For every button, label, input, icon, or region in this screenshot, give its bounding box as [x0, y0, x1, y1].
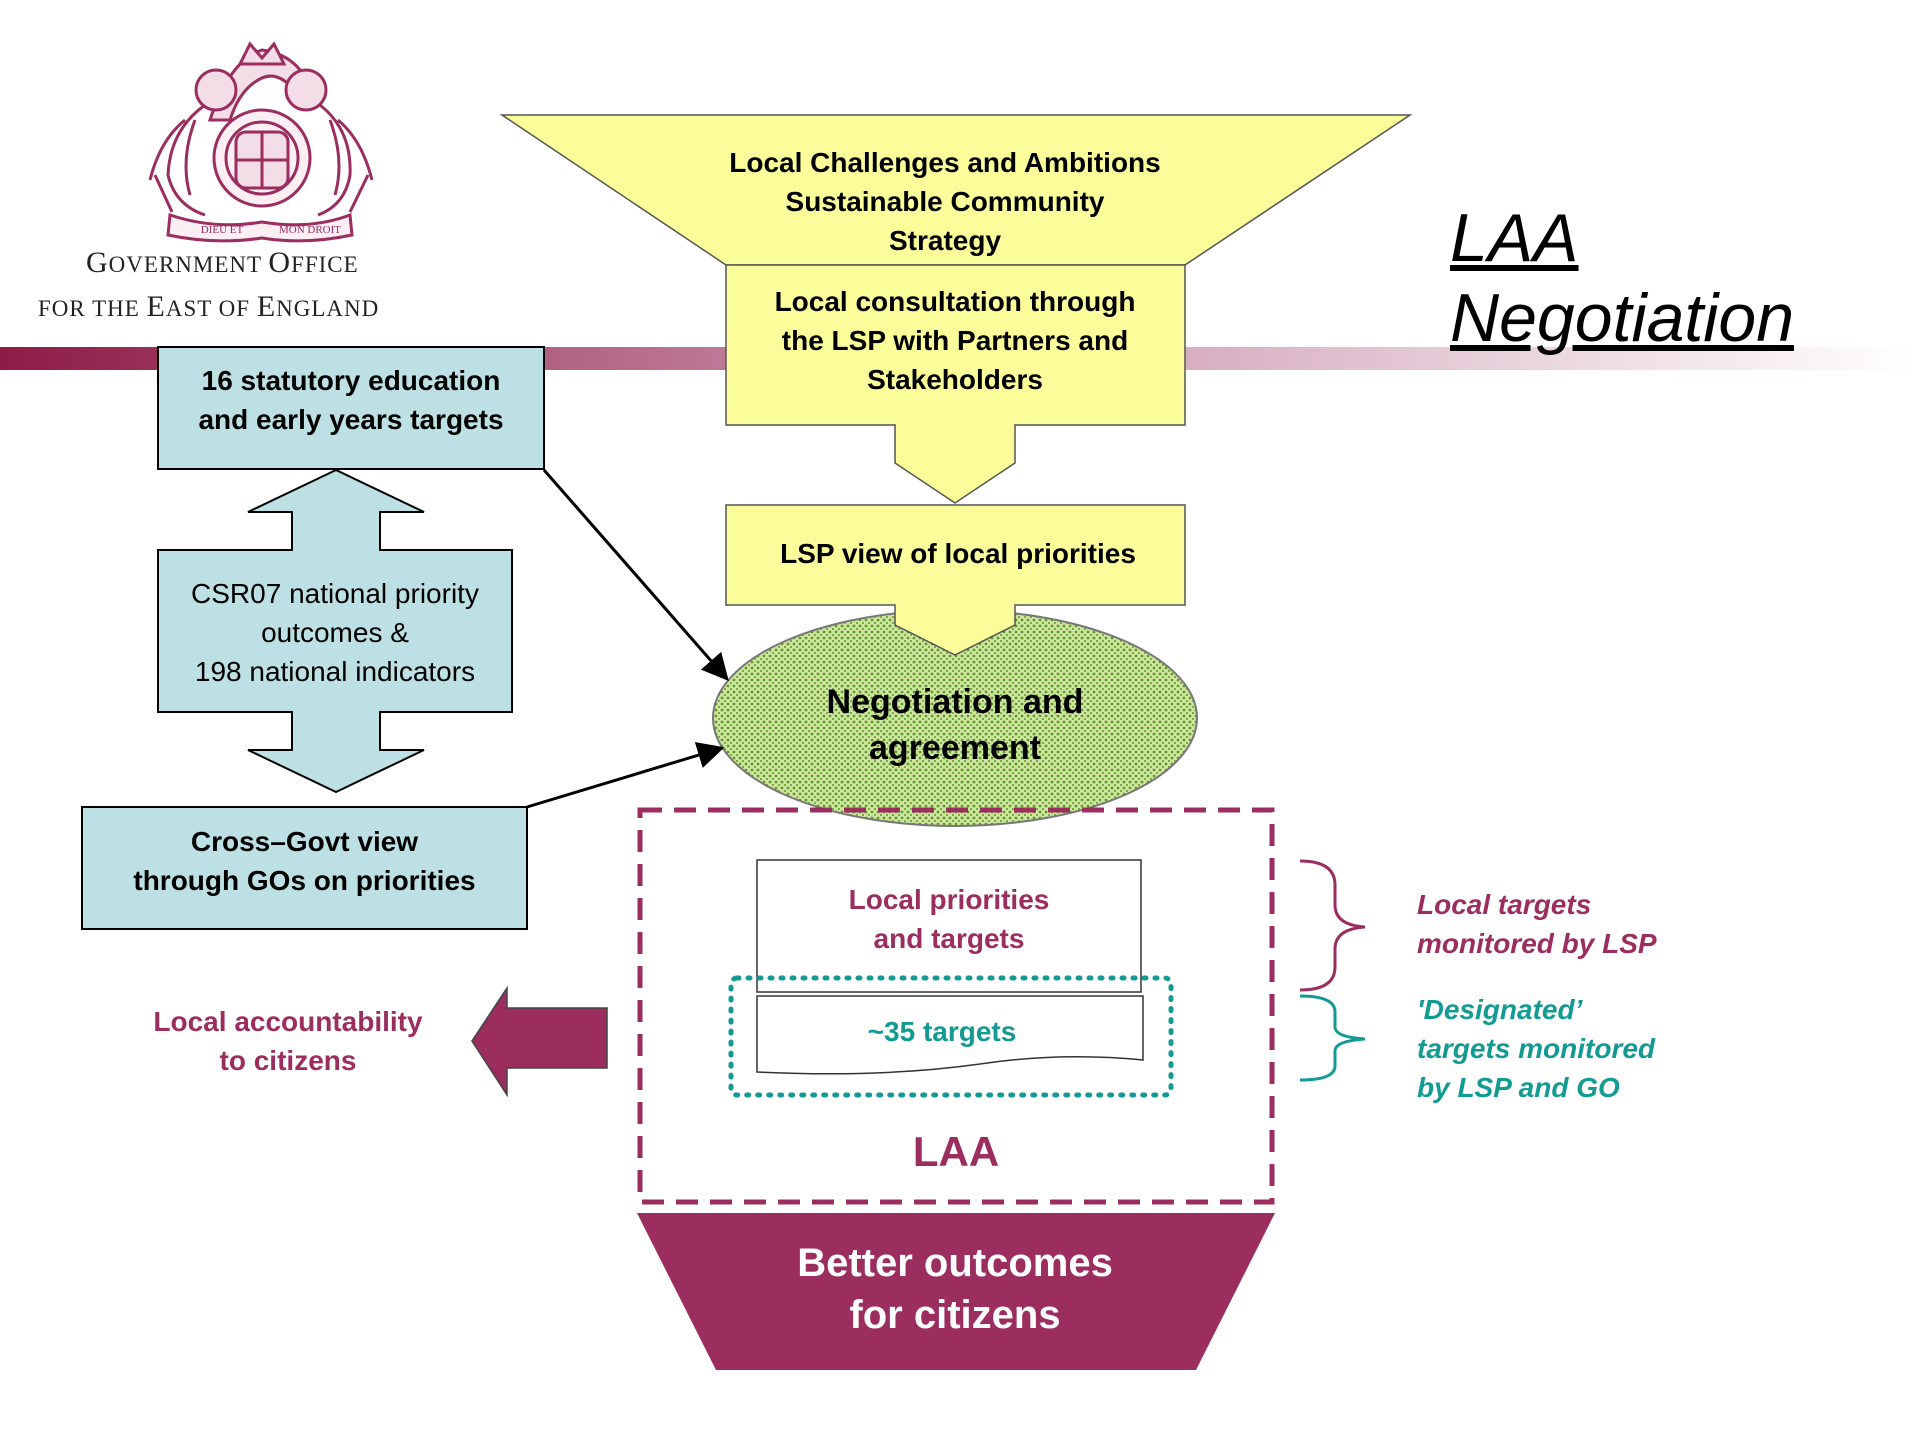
royal-crest-icon	[148, 41, 374, 243]
organisation-name-part: E	[146, 290, 166, 323]
organisation-name-part: G	[86, 246, 109, 279]
consultation-line: the LSP with Partners and	[781, 325, 1129, 356]
organisation-name-part: E	[256, 290, 277, 323]
designated-note-line: 'Designated’	[1417, 994, 1583, 1025]
local-priorities-line: and targets	[873, 923, 1025, 954]
better-outcomes-line: Better outcomes	[797, 1241, 1113, 1285]
better-outcomes-text: Better outcomes for citizens	[690, 1237, 1220, 1341]
csr07-line: CSR07 national priority	[191, 578, 479, 609]
statutory-line: and early years targets	[198, 404, 504, 435]
organisation-name-part: FOR THE	[38, 296, 147, 321]
double-arrow-shape	[157, 468, 513, 794]
consultation-arrow-shape	[725, 264, 1186, 504]
funnel-top-line: Strategy	[888, 225, 1002, 256]
organisation-name-part: FFICE	[291, 252, 359, 277]
lsp-view-line: LSP view of local priorities	[780, 538, 1136, 569]
negotiation-line: agreement	[869, 729, 1041, 767]
statutory-targets-box-shape	[157, 346, 545, 470]
better-outcomes-shape	[637, 1213, 1275, 1370]
title-line-1: LAA	[1450, 200, 1579, 276]
local-targets-brace-icon	[1299, 859, 1366, 992]
designated-targets-box-shape	[756, 995, 1144, 1075]
designated-targets-text: ~35 targets	[757, 1014, 1127, 1050]
funnel-top-line: Sustainable Community	[785, 186, 1105, 217]
designated-note: 'Designated’ targets monitored by LSP an…	[1417, 990, 1655, 1107]
organisation-name-part: AST OF	[165, 296, 257, 321]
local-priorities-text: Local priorities and targets	[757, 880, 1141, 958]
local-targets-note: Local targets monitored by LSP	[1417, 885, 1657, 963]
designated-brace-icon	[1299, 994, 1366, 1082]
statutory-targets-text: 16 statutory education and early years t…	[158, 361, 544, 439]
crest-motto-left: DIEU ET	[201, 224, 244, 236]
designated-targets-line: ~35 targets	[867, 1016, 1017, 1047]
lsp-view-text: LSP view of local priorities	[726, 536, 1190, 572]
accountability-text: Local accountability to citizens	[118, 1002, 458, 1080]
organisation-name-part: NGLAND	[276, 296, 380, 321]
designated-note-line: targets monitored	[1417, 1033, 1656, 1064]
csr07-line: 198 national indicators	[194, 656, 476, 687]
cross-govt-line: through GOs on priorities	[133, 865, 476, 896]
better-outcomes-line: for citizens	[849, 1293, 1061, 1337]
funnel-top-line: Local Challenges and Ambitions	[729, 147, 1161, 178]
accountability-arrow-icon	[471, 985, 608, 1098]
crest-motto-right: MON DROIT	[279, 224, 341, 236]
organisation-line-2: FOR THE EAST OF ENGLAND	[38, 290, 379, 324]
cross-govt-line: Cross–Govt view	[190, 826, 419, 857]
funnel-top-text: Local Challenges and Ambitions Sustainab…	[640, 143, 1250, 260]
organisation-name-part: O	[268, 246, 292, 279]
accountability-line: to citizens	[219, 1045, 357, 1076]
title-line-2: Negotiation	[1450, 280, 1795, 356]
local-priorities-line: Local priorities	[848, 884, 1050, 915]
organisation-name-part: OVERNMENT	[108, 252, 269, 277]
consultation-line: Stakeholders	[867, 364, 1043, 395]
negotiation-line: Negotiation and	[826, 683, 1084, 721]
lsp-view-arrow-shape	[725, 504, 1186, 656]
connector-crossgovt-to-negotiation	[526, 742, 725, 809]
accountability-line: Local accountability	[153, 1006, 423, 1037]
local-targets-note-line: monitored by LSP	[1417, 928, 1657, 959]
csr07-text: CSR07 national priority outcomes & 198 n…	[158, 574, 512, 691]
organisation-line-1: GOVERNMENT OFFICE	[86, 246, 359, 280]
laa-frame	[637, 807, 1275, 1205]
connector-statutory-to-negotiation	[542, 469, 729, 682]
csr07-line: outcomes &	[261, 617, 409, 648]
page-title: LAA Negotiation	[1450, 198, 1794, 358]
consultation-line: Local consultation through	[774, 286, 1136, 317]
local-priorities-box-shape	[756, 859, 1142, 993]
statutory-line: 16 statutory education	[201, 365, 501, 396]
cross-govt-text: Cross–Govt view through GOs on prioritie…	[82, 822, 527, 900]
consultation-text: Local consultation through the LSP with …	[726, 282, 1184, 399]
laa-label-text: LAA	[912, 1128, 1000, 1175]
local-targets-note-line: Local targets	[1417, 889, 1592, 920]
cross-govt-box-shape	[81, 806, 528, 930]
laa-label: LAA	[640, 1124, 1272, 1180]
negotiation-text: Negotiation and agreement	[760, 679, 1150, 771]
designated-note-line: by LSP and GO	[1417, 1072, 1620, 1103]
